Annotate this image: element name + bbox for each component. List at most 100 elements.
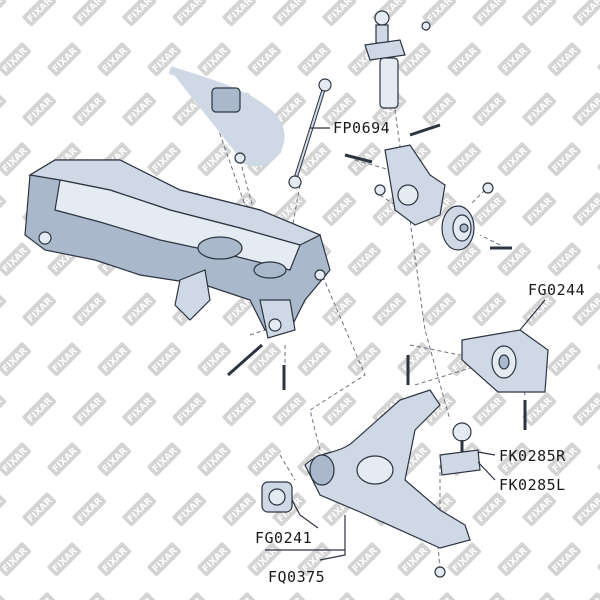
watermark-logo: FIXAR (322, 292, 357, 327)
watermark-logo: FIXAR (147, 542, 182, 577)
watermark-logo: FIXAR (72, 392, 107, 427)
watermark-logo: FIXAR (0, 392, 7, 427)
watermark-logo: FIXAR (597, 442, 600, 477)
watermark-logo: FIXAR (22, 292, 57, 327)
watermark-logo: FIXAR (572, 592, 600, 600)
watermark-logo: FIXAR (122, 592, 157, 600)
watermark-logo: FIXAR (472, 0, 507, 27)
watermark-logo: FIXAR (322, 592, 357, 600)
watermark-logo: FIXAR (472, 392, 507, 427)
label-fk0285l: FK0285L (499, 476, 566, 494)
watermark-logo: FIXAR (272, 592, 307, 600)
watermark-logo: FIXAR (122, 0, 157, 27)
watermark-logo: FIXAR (197, 442, 232, 477)
watermark-logo: FIXAR (447, 542, 482, 577)
svg-text:FIXAR: FIXAR (26, 0, 55, 25)
watermark-logo: FIXAR (247, 342, 282, 377)
watermark-logo: FIXAR (497, 542, 532, 577)
watermark-logo: FIXAR (0, 142, 32, 177)
watermark-logo: FIXAR (472, 492, 507, 527)
watermark-logo: FIXAR (0, 242, 32, 277)
watermark-logo: FIXAR (72, 92, 107, 127)
watermark-logo: FIXAR (297, 342, 332, 377)
bushing-fg0244 (461, 329, 549, 393)
watermark-logo: FIXAR (547, 142, 582, 177)
watermark-logo: FIXAR (147, 342, 182, 377)
watermark-logo: FIXAR (0, 342, 32, 377)
svg-text:FIXAR: FIXAR (276, 0, 305, 25)
svg-text:FIXAR: FIXAR (226, 0, 255, 25)
watermark-logo: FIXAR (497, 42, 532, 77)
watermark-logo: FIXAR (572, 0, 600, 27)
watermark-logo: FIXAR (522, 192, 557, 227)
watermark-logo: FIXAR (522, 0, 557, 27)
watermark-logo: FIXAR (597, 142, 600, 177)
watermark-logo: FIXAR (97, 542, 132, 577)
watermark-logo: FIXAR (47, 42, 82, 77)
watermark-logo: FIXAR (97, 42, 132, 77)
watermark-logo: FIXAR (347, 242, 382, 277)
watermark-logo: FIXAR (172, 392, 207, 427)
control-arm (304, 389, 471, 549)
watermark-logo: FIXAR (447, 42, 482, 77)
watermark-logo: FIXAR (72, 0, 107, 27)
watermark-logo: FIXAR (272, 0, 307, 27)
watermark-logo: FIXAR (572, 92, 600, 127)
label-leaders (265, 127, 546, 561)
bolts (227, 123, 527, 578)
watermark-logo: FIXAR (247, 442, 282, 477)
watermark-logo: FIXAR (0, 542, 32, 577)
label-fq0375: FQ0375 (268, 568, 325, 586)
watermark-logo: FIXAR (372, 292, 407, 327)
watermark-logo: FIXAR (347, 542, 382, 577)
watermark-logo: FIXAR (0, 192, 7, 227)
watermark-logo: FIXAR (122, 492, 157, 527)
watermark-logo: FIXAR (147, 142, 182, 177)
watermark-logo: FIXAR (322, 192, 357, 227)
watermark-logo: FIXAR (0, 492, 7, 527)
watermark-logo: FIXAR (0, 592, 7, 600)
svg-text:FIXAR: FIXAR (176, 0, 205, 25)
watermark-logo: FIXAR (197, 542, 232, 577)
watermark-logo: FIXAR (197, 342, 232, 377)
watermark-logo: FIXAR (22, 592, 57, 600)
watermark-logo: FIXAR (472, 92, 507, 127)
watermark-logo: FIXAR (72, 592, 107, 600)
watermark-logo: FIXAR (422, 92, 457, 127)
watermark-logo: FIXAR (422, 292, 457, 327)
watermark-logo: FIXAR (597, 542, 600, 577)
watermark-logo: FIXAR (97, 342, 132, 377)
watermark-logo: FIXAR (172, 592, 207, 600)
watermark-logo: FIXAR (222, 392, 257, 427)
watermark-logo: FIXAR (0, 442, 32, 477)
stabilizer-bar (168, 66, 285, 167)
svg-text:FIXAR: FIXAR (126, 0, 155, 25)
watermark-logo: FIXAR (447, 142, 482, 177)
watermark-logo: FIXAR (322, 0, 357, 27)
svg-text:FIXAR: FIXAR (576, 596, 600, 600)
wheel-hub (441, 205, 475, 251)
watermark-logo: FIXAR (22, 92, 57, 127)
watermark-logo: FIXAR (547, 542, 582, 577)
watermark-logo: FIXAR (547, 342, 582, 377)
steering-knuckle (384, 144, 446, 226)
watermark-logo: FIXAR (297, 42, 332, 77)
watermark-logo: FIXAR (122, 292, 157, 327)
watermark-logo: FIXAR (422, 592, 457, 600)
watermark-logo: FIXAR (522, 492, 557, 527)
label-fg0241: FG0241 (255, 529, 312, 547)
svg-text:FIXAR: FIXAR (426, 0, 455, 25)
watermark-logo: FIXAR (0, 0, 7, 27)
watermark-logo: FIXAR (372, 592, 407, 600)
watermark-logo: FIXAR (597, 342, 600, 377)
watermark-logo: FIXAR (122, 392, 157, 427)
watermark-logo: FIXAR (522, 392, 557, 427)
watermark-logo: FIXAR (122, 92, 157, 127)
watermark-logo: FIXAR (197, 142, 232, 177)
watermark-logo: FIXAR (247, 42, 282, 77)
watermark-logo: FIXAR (97, 442, 132, 477)
watermark-logo: FIXAR (222, 492, 257, 527)
watermark-logo: FIXAR (547, 242, 582, 277)
